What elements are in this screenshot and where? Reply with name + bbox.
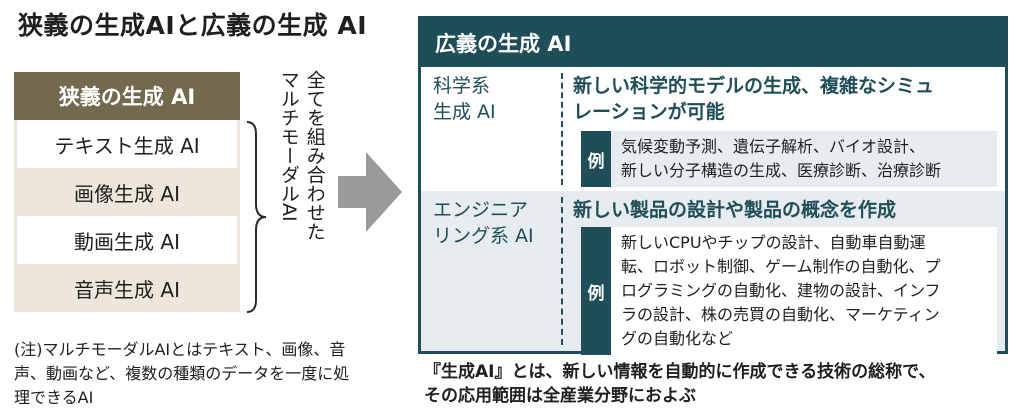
- row-divider: [561, 73, 563, 185]
- example-badge: 例: [587, 283, 605, 304]
- science-ai-row: 科学系 生成 AI 新しい科学的モデルの生成、複雑なシミュ レーションが可能 例…: [421, 67, 1005, 191]
- engineering-ai-label: エンジニア リング系 AI: [433, 199, 534, 247]
- main-title: 狭義の生成AIと広義の生成 AI: [18, 11, 368, 40]
- multimodal-caption-line1: 全てを組み合わせた: [303, 70, 326, 241]
- row-divider: [561, 197, 563, 345]
- narrow-item-text: テキスト生成 AI: [14, 120, 240, 168]
- engineering-ai-row: エンジニア リング系 AI 新しい製品の設計や製品の概念を作成 例 新しいCPU…: [421, 191, 1005, 355]
- science-ai-example: 例 気候変動予測、遺伝子解析、バイオ設計、 新しい分子構造の生成、医療診断、治療…: [581, 131, 997, 187]
- multimodal-caption-line2: マルチモーダルAI: [277, 70, 300, 222]
- footer-summary: 『生成AI』とは、新しい情報を自動的に作成できる技術の総称で、 その応用範囲は全…: [424, 362, 936, 406]
- curly-brace-icon: [246, 121, 267, 313]
- engineering-ai-example: 例 新しいCPUやチップの設計、自動車自動運 転、ロボット制御、ゲーム制作の自動…: [581, 227, 997, 355]
- narrow-item-video: 動画生成 AI: [14, 216, 240, 264]
- science-ai-example-text: 気候変動予測、遺伝子解析、バイオ設計、 新しい分子構造の生成、医療診断、治療診断: [621, 137, 942, 180]
- narrow-item-audio: 音声生成 AI: [14, 264, 240, 312]
- engineering-ai-example-text: 新しいCPUやチップの設計、自動車自動運 転、ロボット制御、ゲーム制作の自動化、…: [621, 233, 941, 348]
- science-ai-label: 科学系 生成 AI: [433, 75, 496, 123]
- broad-ai-panel: 広義の生成 AI 科学系 生成 AI 新しい科学的モデルの生成、複雑なシミュ レ…: [418, 16, 1008, 355]
- example-badge: 例: [587, 151, 605, 172]
- engineering-ai-description: 新しい製品の設計や製品の概念を作成: [573, 199, 897, 221]
- narrow-item-image: 画像生成 AI: [14, 168, 240, 216]
- broad-ai-header: 広義の生成 AI: [421, 19, 1005, 67]
- science-ai-description: 新しい科学的モデルの生成、複雑なシミュ レーションが可能: [573, 75, 935, 123]
- footnote: (注)マルチモーダルAIとはテキスト、画像、音声、動画など、複数の種類のデータを…: [14, 340, 350, 407]
- narrow-ai-header: 狭義の生成 AI: [14, 72, 240, 120]
- right-arrow-icon: [338, 152, 402, 232]
